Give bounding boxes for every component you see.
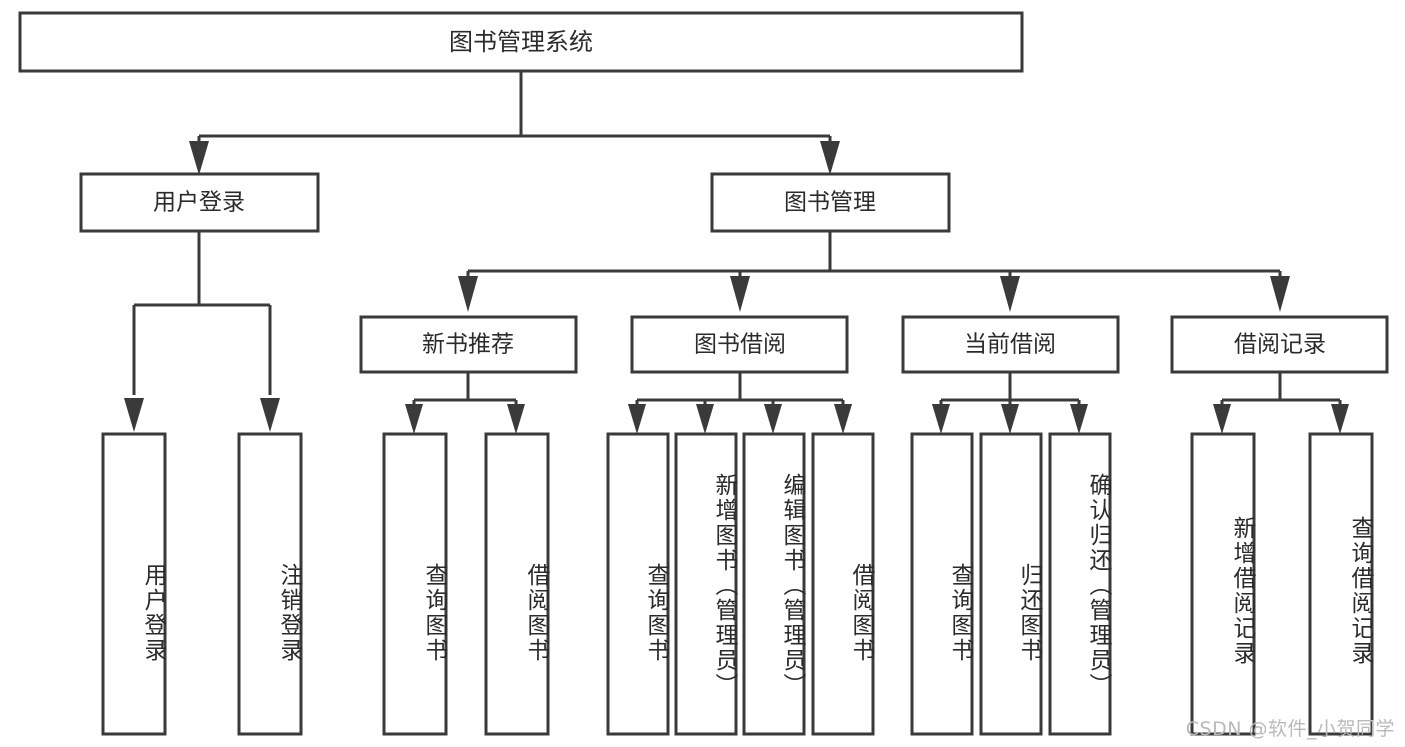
- leaf-box-cb-return-book[interactable]: [979, 432, 1043, 736]
- arrow-head-cb-confirm-return: [1070, 404, 1088, 434]
- node-book-manage-box[interactable]: [710, 172, 951, 233]
- leaf-boxes-layer: [101, 432, 1374, 736]
- arrow-head-nb-query-book: [405, 404, 423, 434]
- node-book-borrow-box[interactable]: [630, 315, 849, 374]
- node-root-box[interactable]: [18, 11, 1024, 73]
- node-new-book-recommend[interactable]: 新书推荐: [359, 315, 578, 374]
- leaf-box-logout[interactable]: [237, 432, 303, 736]
- csdn-watermark: CSDN @软件_小贺同学: [1185, 718, 1395, 740]
- node-current-borrow-label: 当前借阅: [964, 332, 1056, 358]
- arrow-head-book-manage: [820, 141, 840, 175]
- arrow-head-current-borrow: [1000, 276, 1020, 312]
- arrow-head-leaf-logout: [260, 398, 280, 432]
- node-user-login[interactable]: 用户登录: [79, 172, 320, 233]
- arrow-head-bb-borrow-book: [834, 404, 852, 434]
- node-user-login-box[interactable]: [79, 172, 320, 233]
- arrow-head-user-login: [189, 141, 209, 175]
- node-current-borrow-box[interactable]: [901, 315, 1120, 374]
- leaf-box-cb-query-book[interactable]: [910, 432, 974, 736]
- node-new-book-recommend-label: 新书推荐: [422, 332, 514, 358]
- arrow-head-leaf-user-login: [124, 398, 144, 432]
- arrow-head-nb-borrow-book: [507, 404, 525, 434]
- leaf-box-nb-query-book[interactable]: [382, 432, 448, 736]
- leaf-box-bb-edit-book[interactable]: [742, 432, 806, 736]
- arrow-head-borrow-record: [1270, 276, 1290, 312]
- node-current-borrow[interactable]: 当前借阅: [901, 315, 1120, 374]
- leaf-box-br-query-record[interactable]: [1308, 432, 1374, 736]
- arrow-head-book-borrow: [730, 276, 750, 312]
- arrow-head-bb-edit-book: [764, 404, 782, 434]
- arrow-head-bb-add-book: [696, 404, 714, 434]
- arrow-head-cb-query-book: [932, 404, 950, 434]
- node-user-login-label: 用户登录: [153, 190, 245, 216]
- leaf-box-nb-borrow-book[interactable]: [484, 432, 550, 736]
- leaf-box-br-add-record[interactable]: [1190, 432, 1256, 736]
- node-book-borrow-label: 图书借阅: [694, 332, 786, 358]
- node-borrow-record[interactable]: 借阅记录: [1170, 315, 1389, 374]
- node-root[interactable]: 图书管理系统: [18, 11, 1024, 73]
- arrow-head-br-query-record: [1331, 404, 1349, 434]
- arrow-head-bb-query-book: [628, 404, 646, 434]
- node-borrow-record-label: 借阅记录: [1234, 332, 1326, 358]
- leaf-box-bb-add-book[interactable]: [674, 432, 738, 736]
- node-book-manage[interactable]: 图书管理: [710, 172, 951, 233]
- leaf-box-cb-confirm-return[interactable]: [1048, 432, 1112, 736]
- connectors-layer: [124, 72, 1349, 434]
- arrow-head-cb-return-book: [1001, 404, 1019, 434]
- node-book-manage-label: 图书管理: [784, 190, 876, 216]
- node-borrow-record-box[interactable]: [1170, 315, 1389, 374]
- arrow-head-br-add-record: [1213, 404, 1231, 434]
- arrow-head-new-book: [458, 276, 478, 312]
- node-new-book-recommend-box[interactable]: [359, 315, 578, 374]
- node-root-label: 图书管理系统: [449, 28, 593, 56]
- leaf-box-bb-query-book[interactable]: [606, 432, 670, 736]
- leaf-box-user-login[interactable]: [101, 432, 167, 736]
- node-book-borrow[interactable]: 图书借阅: [630, 315, 849, 374]
- leaf-box-bb-borrow-book[interactable]: [811, 432, 875, 736]
